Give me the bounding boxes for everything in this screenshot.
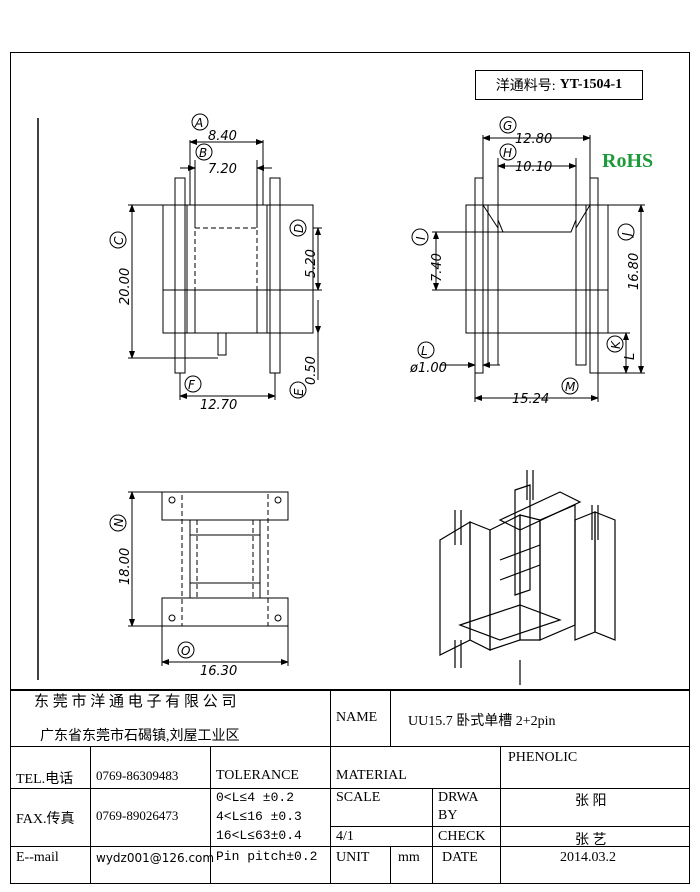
- drawn-label-2: BY: [438, 808, 458, 823]
- drawn-label-1: DRWA: [438, 790, 479, 805]
- balloon-g: G: [503, 119, 512, 133]
- dim-c-value: 20.00: [118, 268, 133, 305]
- name-label: NAME: [336, 710, 378, 725]
- front-view-balloons: [109, 113, 307, 399]
- part-number-label: 洋通料号:: [495, 79, 556, 94]
- balloon-j: J: [620, 232, 634, 238]
- material-value: PHENOLIC: [508, 750, 578, 765]
- balloon-c: C: [112, 236, 126, 245]
- bottom-view-labels: N O 18.00 16.30: [112, 518, 237, 679]
- tel-value: 0769-86309483: [96, 768, 179, 783]
- dim-d-value: 5.20: [304, 249, 319, 278]
- balloon-l: L: [421, 344, 428, 358]
- balloon-a: A: [194, 116, 203, 130]
- date-value: 2014.03.2: [560, 850, 616, 865]
- balloon-b: B: [199, 146, 207, 160]
- email-label: E--mail: [16, 850, 59, 865]
- balloon-m: M: [565, 380, 576, 394]
- dim-f-value: 12.70: [200, 398, 237, 413]
- front-view-dimensions: [128, 139, 322, 400]
- scale-value: 4/1: [336, 829, 354, 844]
- dim-g-value: 12.80: [515, 132, 552, 147]
- side-view-dimensions: [432, 135, 645, 402]
- dim-k-value: L: [623, 353, 638, 360]
- tolerance-label: TOLERANCE: [216, 768, 299, 783]
- balloon-k: K: [609, 340, 623, 349]
- dim-n-value: 18.00: [118, 548, 133, 585]
- bottom-view: [161, 491, 289, 627]
- name-value: UU15.7 卧式单槽 2+2pin: [408, 714, 556, 729]
- material-label: MATERIAL: [336, 768, 407, 783]
- dim-m-value: 15.24: [512, 392, 549, 407]
- rohs-mark: RoHS: [602, 150, 654, 172]
- dim-e-value: 0.50: [304, 356, 319, 385]
- dim-j-value: 16.80: [627, 253, 642, 290]
- check-label: CHECK: [438, 829, 486, 844]
- tolerance-1: 0<L≤4 ±0.2: [216, 790, 295, 805]
- check-value: 张 艺: [575, 833, 607, 848]
- tel-label: TEL.电话: [16, 772, 74, 787]
- isometric-view: [439, 470, 616, 685]
- tolerance-2: 4<L≤16 ±0.3: [216, 809, 302, 824]
- side-view-balloons: [411, 116, 635, 395]
- unit-value: mm: [398, 850, 420, 865]
- dim-a-value: 8.40: [208, 129, 237, 144]
- fax-label: FAX.传真: [16, 812, 75, 827]
- part-number: YT-1504-1: [559, 77, 623, 92]
- unit-label: UNIT: [336, 850, 370, 865]
- dim-b-value: 7.20: [208, 162, 237, 177]
- company-address: 广东省东莞市石碣镇,刘屋工业区: [40, 729, 240, 744]
- front-view: [162, 177, 314, 374]
- front-view-labels: A B C D E F 8.40 7.20 20.00 5.20 0.50 12…: [112, 116, 319, 413]
- side-view-labels: G H I J K L M 12.80 10.10 7.40 16.80 L ø…: [409, 119, 642, 407]
- part-number-box: 洋通料号:YT-1504-1: [475, 70, 643, 100]
- side-view: [465, 177, 609, 374]
- balloon-o: O: [181, 644, 190, 658]
- tolerance-4: Pin pitch±0.2: [216, 849, 318, 864]
- balloon-h: H: [503, 146, 512, 160]
- email-value: wydz001@126.com: [96, 851, 215, 865]
- date-label: DATE: [442, 850, 478, 865]
- balloon-d: D: [292, 224, 306, 233]
- scale-label: SCALE: [336, 790, 381, 805]
- balloon-e: E: [292, 388, 306, 396]
- company-name: 东 莞 市 洋 通 电 子 有 限 公 司: [34, 694, 237, 710]
- drawn-value: 张 阳: [575, 794, 607, 809]
- dim-h-value: 10.10: [515, 160, 552, 175]
- tolerance-3: 16<L≤63±0.4: [216, 828, 302, 843]
- drawing-frame: [10, 52, 690, 884]
- dim-o-value: 16.30: [200, 664, 237, 679]
- dim-i-value: 7.40: [430, 253, 445, 282]
- balloon-f: F: [188, 378, 196, 392]
- fax-value: 0769-89026473: [96, 808, 179, 823]
- balloon-i: I: [414, 236, 428, 240]
- dim-l-value: ø1.00: [409, 361, 447, 376]
- balloon-n: N: [112, 518, 126, 527]
- bottom-view-dimensions: [109, 491, 289, 666]
